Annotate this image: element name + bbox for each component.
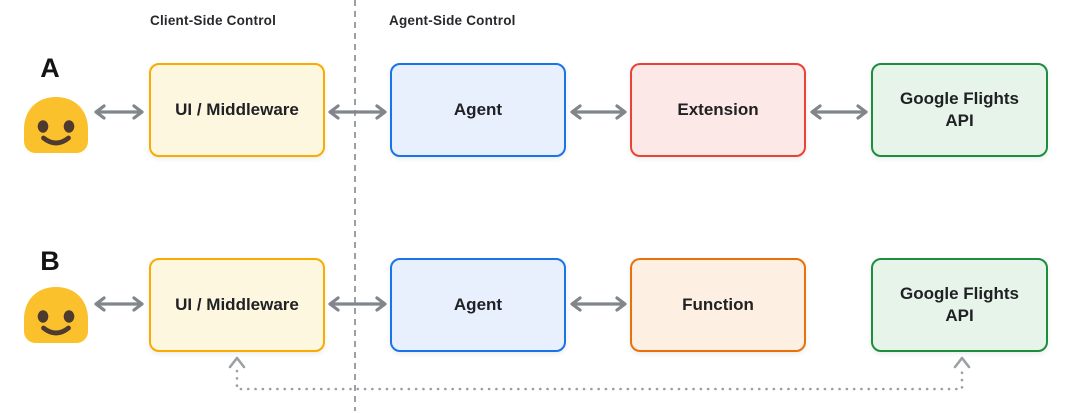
row-a-label: A [40,53,60,83]
function-label: Function [682,295,754,315]
agent-box-b: Agent [390,258,566,352]
function-box-b: Function [630,258,806,352]
up-arrowhead-ui [228,356,246,369]
arrow-extension-api-row-a [810,104,868,120]
arrow-agent-function-row-b [570,296,627,312]
google-flights-api-label: Google Flights API [900,89,1019,130]
extension-label: Extension [677,100,759,120]
google-flights-api-box-a: Google Flights API [871,63,1048,157]
extension-box-a: Extension [630,63,806,157]
agent-label: Agent [453,295,503,315]
agent-label: Agent [453,100,503,120]
dotted-ui-api-connector [235,369,964,391]
up-arrowhead-api [953,356,971,369]
arrow-user-ui-row-b [94,296,144,312]
client-side-control-label: Client-Side Control [150,13,277,28]
ui-middleware-label: UI / Middleware [175,100,299,120]
agent-side-control-label: Agent-Side Control [389,13,516,28]
google-flights-api-label: Google Flights API [900,284,1019,325]
arrow-ui-agent-row-a [328,104,387,120]
row-b-label: B [40,246,60,276]
user-smiley-emoji-icon [24,97,88,153]
arrow-agent-extension-row-a [570,104,627,120]
google-flights-api-box-b: Google Flights API [871,258,1048,352]
ui-middleware-box-b: UI / Middleware [149,258,325,352]
user-smiley-emoji-icon [24,287,88,343]
dotted-connector-arrowheads [228,356,971,369]
arrow-ui-agent-row-b [328,296,387,312]
ui-middleware-label: UI / Middleware [175,295,299,315]
arrow-user-ui-row-a [94,104,144,120]
agent-box-a: Agent [390,63,566,157]
ui-middleware-box-a: UI / Middleware [149,63,325,157]
